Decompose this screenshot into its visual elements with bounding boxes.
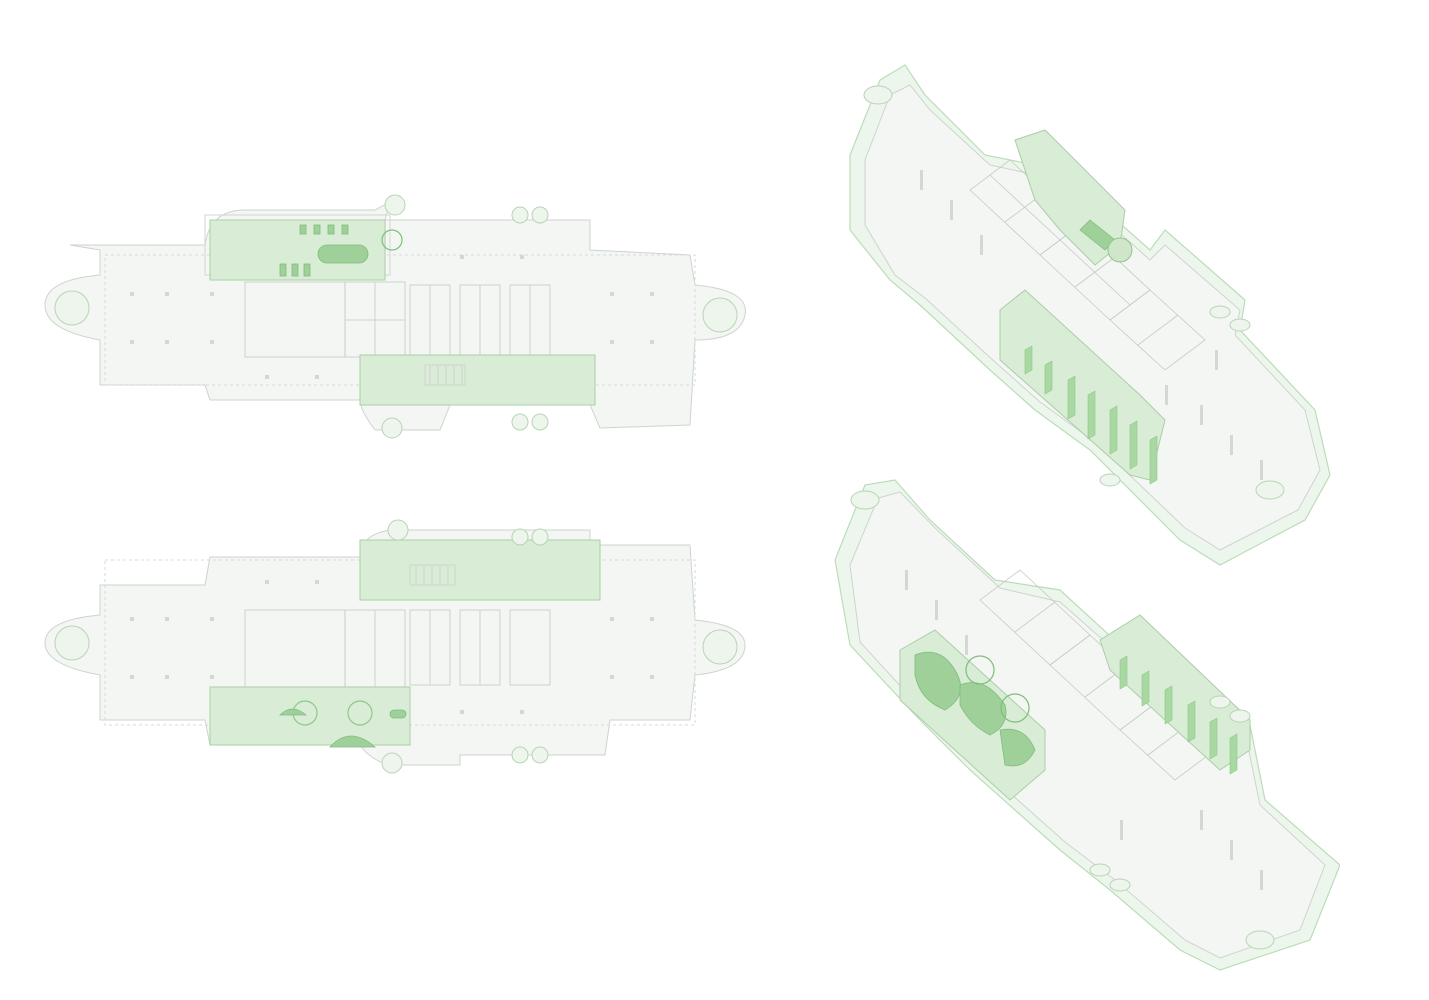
column-grid [920,170,1263,480]
floor-plan-lower [30,515,750,780]
circular-planter [347,700,373,726]
stair-tower-south [531,413,549,431]
planter [291,263,299,277]
stair-tower-south [511,413,529,431]
planting-bed [959,682,1007,736]
stair-tower-north [384,194,406,216]
axonometric-upper-drawing [849,64,1331,566]
planter [389,709,407,719]
planting-bed [279,708,308,716]
planter [341,224,349,235]
stair-tower [1109,878,1131,892]
stair-tower [1229,318,1251,332]
circular-planter [1000,693,1030,723]
stair-tower-east [702,629,738,665]
stair-tower-south [511,746,529,764]
planter [313,224,321,235]
stair-tower-west [54,625,90,661]
axonometric-lower-drawing [834,479,1340,971]
planter-oval [317,244,369,264]
stair-tower-south [381,417,403,439]
roof-slab [864,84,1321,551]
radial-planter [1107,237,1133,263]
planter [279,263,287,277]
roof-slab [849,491,1326,959]
planter [299,224,307,235]
stair-tower [1089,863,1111,877]
planting-bed [329,735,377,748]
floor-plan-upper [30,190,750,460]
axonometric-lower [820,470,1340,990]
stair-tower-north [511,528,529,546]
circular-planter [965,655,995,685]
floor-plan-lower-drawing [44,519,746,774]
stair-tower [863,85,893,105]
green-fins [1119,655,1238,775]
stair-tower-north [531,206,549,224]
stair-tower-south [381,752,403,774]
stair-tower [1229,709,1251,723]
column-grid [130,255,654,379]
terrace-garden-south [359,354,596,406]
stair-tower-east [702,297,738,333]
column-grid [130,580,654,714]
green-fins [1024,345,1158,485]
planting-bed [914,651,962,711]
stair-tower-west [54,290,90,326]
stair-tower [850,490,880,510]
roof-garden-south [209,686,411,746]
terrace-garden [999,289,1166,481]
stair [424,364,466,386]
column-grid [905,570,1263,890]
terrace-garden-north [359,539,601,601]
floor-plan-upper-drawing [44,194,746,439]
stair-tower-north [511,206,529,224]
stair-tower [1099,473,1121,487]
stair-tower [1209,305,1231,319]
stair-tower [1209,695,1231,709]
stair-tower [1255,480,1285,500]
stair-tower [1245,930,1275,950]
stair-tower-north [531,528,549,546]
stair-tower-north [387,519,409,541]
planting-bed [999,728,1036,767]
radial-planter [381,229,403,251]
planter [303,263,311,277]
planter [327,224,335,235]
axonometric-upper [820,50,1340,580]
stair-tower-south [531,746,549,764]
